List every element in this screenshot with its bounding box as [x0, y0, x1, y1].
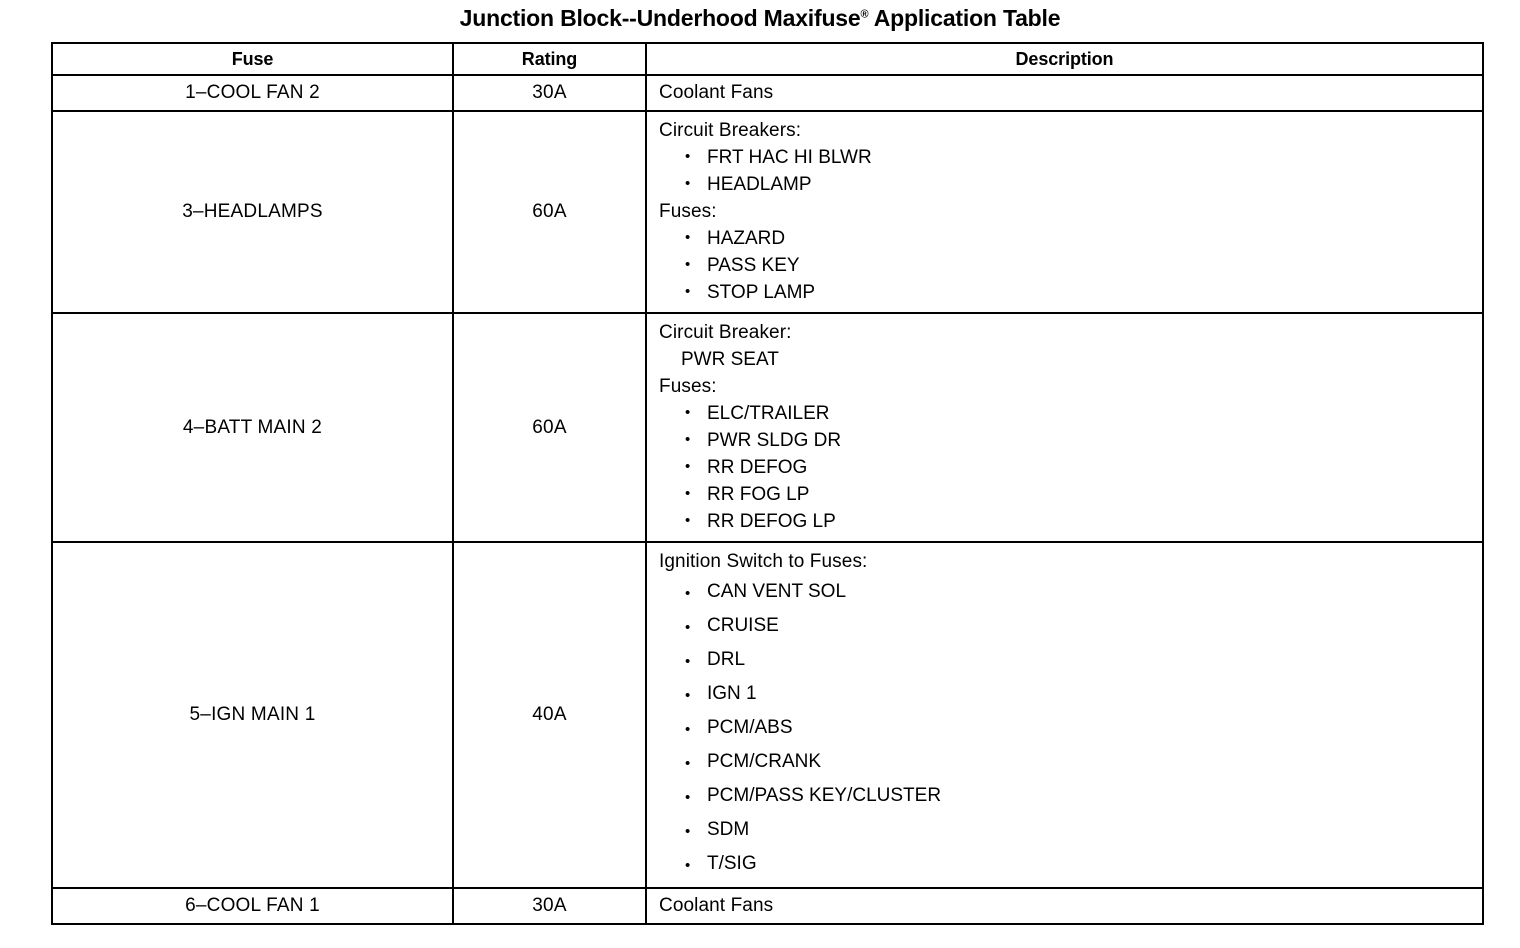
cell-description: Circuit Breaker: PWR SEAT Fuses:ELC/TRAILE… [645, 312, 1484, 543]
description-list: ELC/TRAILERPWR SLDG DRRR DEFOGRR FOG LPR… [659, 399, 1482, 535]
description-list: CAN VENT SOLCRUISEDRLIGN 1PCM/ABSPCM/CRA… [659, 575, 1482, 883]
description-group-heading: Circuit Breaker: [659, 322, 792, 343]
description-list-item: HEADLAMP [685, 170, 1482, 198]
description-plain-item: PWR SEAT [681, 349, 779, 370]
description-list-item: CRUISE [685, 609, 1482, 645]
description-group-heading: Circuit Breakers: [659, 120, 802, 141]
description-group: Circuit Breaker: PWR SEAT [659, 319, 1482, 373]
description-list-item: FRT HAC HI BLWR [685, 143, 1482, 171]
description-group: Circuit Breakers:FRT HAC HI BLWRHEADLAMP [659, 117, 1482, 198]
cell-fuse: 5–IGN MAIN 1 [51, 541, 454, 889]
description-list-item: RR DEFOG [685, 453, 1482, 481]
description-group-heading: Fuses: [659, 201, 717, 222]
cell-rating: 40A [452, 541, 647, 889]
cell-rating: 30A [452, 887, 647, 925]
description-list-item: STOP LAMP [685, 278, 1482, 306]
description-list-item: CAN VENT SOL [685, 575, 1482, 611]
table-header: Fuse Rating Description [51, 42, 1484, 76]
description-list: HAZARDPASS KEYSTOP LAMP [659, 224, 1482, 306]
page-title-suffix: Application Table [868, 5, 1061, 31]
column-header-fuse: Fuse [51, 42, 454, 76]
description-list-item: SDM [685, 813, 1482, 849]
description-text: Coolant Fans [659, 82, 774, 103]
page-title-main: Junction Block--Underhood Maxifuse [459, 5, 861, 31]
description-list-item: HAZARD [685, 224, 1482, 252]
description-list-item: IGN 1 [685, 677, 1482, 713]
cell-description: Coolant Fans [645, 74, 1484, 112]
description-list: FRT HAC HI BLWRHEADLAMP [659, 143, 1482, 198]
cell-rating: 30A [452, 74, 647, 112]
cell-rating: 60A [452, 110, 647, 314]
description-group: Fuses:HAZARDPASS KEYSTOP LAMP [659, 198, 1482, 306]
description-group-heading: Ignition Switch to Fuses: [659, 551, 868, 572]
cell-description: Coolant Fans [645, 887, 1484, 925]
column-header-rating: Rating [452, 42, 647, 76]
description-text: Coolant Fans [659, 895, 774, 916]
description-list-item: PCM/CRANK [685, 745, 1482, 781]
description-list-item: RR DEFOG LP [685, 507, 1482, 535]
cell-description: Ignition Switch to Fuses: CAN VENT SOLCRU… [645, 541, 1484, 889]
description-list-item: PASS KEY [685, 251, 1482, 279]
description-list-item: PWR SLDG DR [685, 426, 1482, 454]
cell-fuse: 6–COOL FAN 1 [51, 887, 454, 925]
description-group-heading: Fuses: [659, 376, 717, 397]
table-header-row: Fuse Rating Description [51, 42, 1484, 76]
description-list-item: DRL [685, 643, 1482, 679]
description-group: Fuses:ELC/TRAILERPWR SLDG DRRR DEFOGRR F… [659, 373, 1482, 535]
cell-rating: 60A [452, 312, 647, 543]
cell-fuse: 1–COOL FAN 2 [51, 74, 454, 112]
column-header-description: Description [645, 42, 1484, 76]
description-list-item: PCM/PASS KEY/CLUSTER [685, 779, 1482, 815]
description-list-item: ELC/TRAILER [685, 399, 1482, 427]
registered-trademark-icon: ® [860, 8, 869, 21]
description-list-item: T/SIG [685, 847, 1482, 883]
cell-fuse: 4–BATT MAIN 2 [51, 312, 454, 543]
page-title: Junction Block--Underhood Maxifuse® Appl… [0, 4, 1520, 32]
description-group: Ignition Switch to Fuses: CAN VENT SOLCRU… [659, 548, 1482, 883]
description-list-item: RR FOG LP [685, 480, 1482, 508]
cell-fuse: 3–HEADLAMPS [51, 110, 454, 314]
cell-description: Circuit Breakers:FRT HAC HI BLWRHEADLAMP… [645, 110, 1484, 314]
description-list-item: PCM/ABS [685, 711, 1482, 747]
